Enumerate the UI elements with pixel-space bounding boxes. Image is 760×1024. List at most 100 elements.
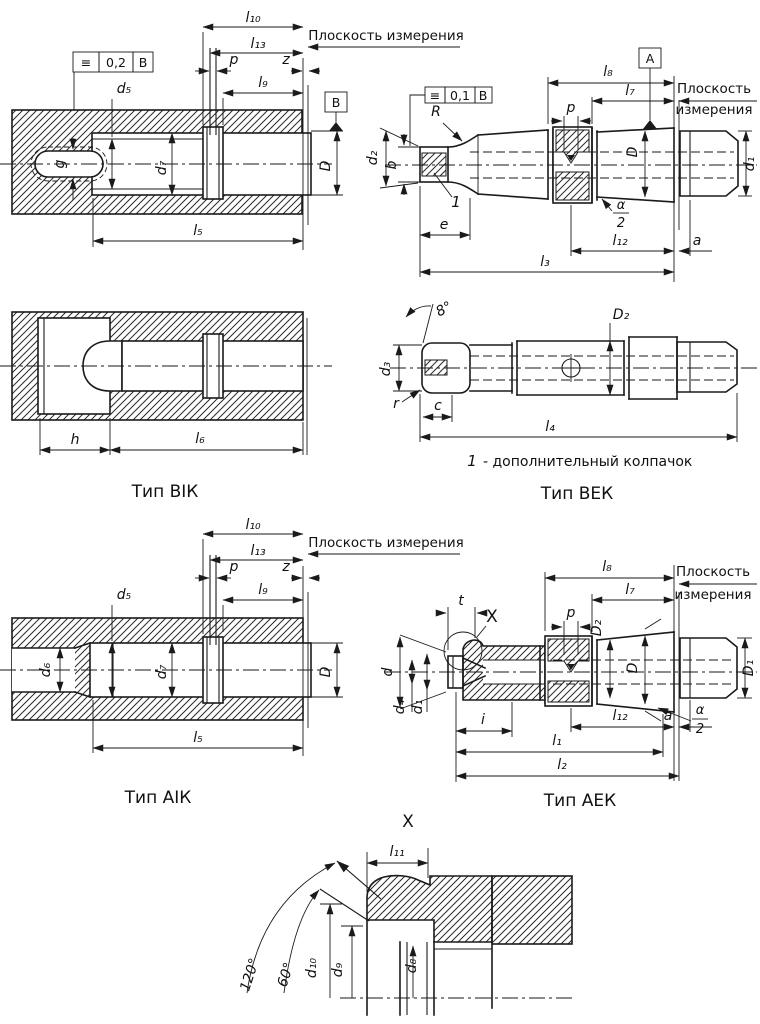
collar (202, 126, 224, 200)
tolerance-symbol-icon: ≡ (430, 88, 440, 103)
dim-label-D2: D₂ (589, 619, 605, 636)
dim-label-R: R (431, 104, 441, 120)
tolerance-value: 0,1 (450, 88, 470, 103)
dim-label-l10: l₁₀ (245, 10, 261, 26)
dim-label-l1: l₁ (552, 733, 562, 749)
dim-label-D: D (625, 146, 641, 157)
dim-label-d: d (380, 667, 396, 676)
dim-label-l4: l₄ (545, 419, 555, 435)
vik-top-dimensions (69, 23, 460, 247)
vek-top-geometry (385, 76, 757, 282)
caption-aek: Тип АЕК (543, 791, 616, 811)
cap-insert (424, 359, 448, 376)
measurement-plane-label: Плоскость измерения (308, 535, 463, 551)
datum-triangle (643, 120, 657, 129)
aek-dimensions (396, 572, 757, 782)
dim-label-D2: D₂ (613, 307, 630, 323)
detail-ref-x: X (486, 607, 498, 627)
dim-label-l7: l₇ (625, 582, 635, 598)
detail-x-dimensions (246, 848, 429, 998)
dim-label-d2: d₂ (365, 150, 381, 165)
shank-end (679, 130, 739, 197)
dim-label-120deg: 120° (237, 956, 263, 993)
caption-vek: Тип ВЕК (540, 484, 613, 504)
measurement-plane-line2: измерения (675, 102, 752, 118)
view-detail-x: X l₁₁ 120° 60° d₁₀ d₉ d₈ (237, 812, 573, 1016)
dim-label-b: b (384, 160, 400, 169)
dim-label-l9: l₉ (258, 582, 268, 598)
dim-label-alpha-den: 2 (696, 722, 704, 737)
dim-label-d3: d₃ (378, 361, 394, 376)
dim-label-D: D (318, 160, 334, 171)
vik-top-geometry (0, 48, 332, 250)
dim-label-l9: l₉ (258, 75, 268, 91)
dim-label-c: c (434, 398, 442, 414)
shank-end (676, 341, 738, 393)
dim-label-D: D (318, 666, 334, 677)
dim-label-z: z (281, 52, 290, 68)
measurement-plane-line1: Плоскость (677, 81, 751, 97)
vek-top-dimensions (379, 47, 757, 277)
dim-label-l2: l₂ (557, 757, 567, 773)
dim-label-d1: d₁ (410, 700, 426, 715)
dim-label-l8: l₈ (602, 559, 612, 575)
shank-end (679, 637, 738, 699)
dim-label-l7: l₇ (625, 83, 635, 99)
dim-label-60deg: 60° (275, 960, 298, 989)
tolerance-symbol-icon: ≡ (81, 55, 91, 70)
dim-label-d1: d₁ (742, 157, 758, 172)
view-vik-bottom: h l₆ Тип ВІК (0, 311, 332, 502)
dim-label-l6: l₆ (195, 431, 205, 447)
measurement-plane-line1: Плоскость (676, 564, 750, 580)
dim-label-l5: l₅ (193, 730, 203, 746)
datum-triangle (329, 122, 343, 131)
dim-label-e: e (440, 217, 449, 233)
dim-label-h: h (71, 432, 80, 448)
dim-label-l3: l₃ (540, 254, 550, 270)
measurement-plane-line2: измерения (674, 587, 751, 603)
dim-label-l13: l₁₃ (250, 543, 266, 559)
dim-label-alpha: α (617, 198, 626, 213)
dim-label-alpha-den: 2 (617, 216, 625, 231)
dim-label-p: p (566, 605, 576, 621)
tolerance-value: 0,2 (106, 55, 126, 70)
cap-section (421, 152, 447, 177)
dim-label-d7: d₇ (154, 160, 170, 175)
dim-label-z: z (281, 559, 290, 575)
dim-label-p: p (229, 52, 239, 68)
note-text: - дополнительный колпачок (483, 454, 692, 470)
cap-section-hatched (366, 874, 493, 943)
vek-bottom-dimensions (393, 303, 738, 442)
dim-label-l5: l₅ (193, 223, 203, 239)
dim-label-p: p (229, 559, 239, 575)
dim-label-l12: l₁₂ (612, 708, 628, 724)
dim-label-d8: d₈ (404, 958, 420, 973)
dim-label-d6: d₆ (38, 662, 54, 677)
dim-label-g: g (52, 159, 68, 168)
dim-label-l8: l₈ (603, 64, 613, 80)
ref-label-1: 1 (451, 193, 461, 211)
body-hatched (491, 875, 573, 945)
caption-vik: Тип ВІК (131, 482, 199, 502)
dim-label-l11: l₁₁ (389, 844, 404, 860)
measurement-plane-label: Плоскость измерения (308, 28, 463, 44)
datum-label-a: А (646, 51, 655, 66)
dim-label-l13: l₁₃ (250, 36, 266, 52)
dim-label-p: p (566, 100, 576, 116)
dim-label-i: i (481, 712, 485, 728)
dim-label-d9: d₉ (330, 962, 346, 977)
view-vek-bottom: 8° d₃ r c D₂ l₄ 1 - дополнительный колпа… (378, 299, 757, 504)
vik-bottom-dimensions (39, 418, 304, 455)
detail-x-geometry (319, 860, 573, 1016)
dim-label-alpha: α (696, 703, 705, 718)
dim-label-d7: d₇ (154, 664, 170, 679)
aik-geometry (0, 555, 332, 756)
dim-label-r: r (393, 396, 400, 412)
caption-aik: Тип АІК (124, 788, 192, 808)
dim-label-l10: l₁₀ (245, 517, 261, 533)
dim-label-a: a (664, 708, 673, 724)
vik-bottom-geometry (0, 311, 332, 455)
dim-label-t: t (458, 593, 464, 609)
